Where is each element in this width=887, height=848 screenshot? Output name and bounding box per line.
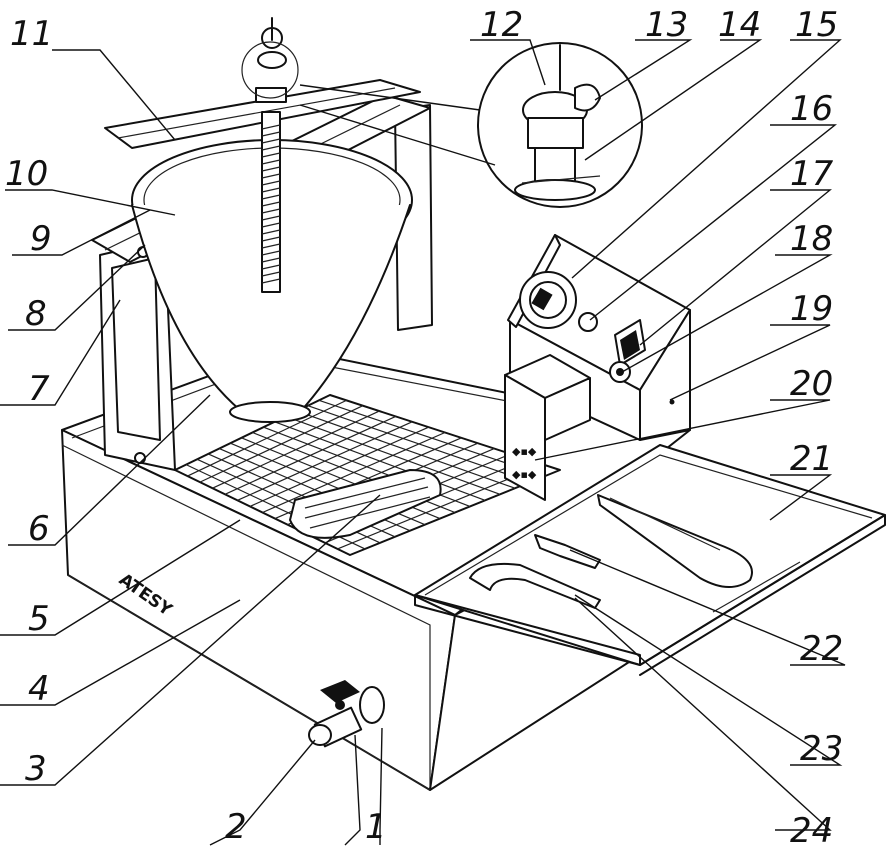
lever-assembly [104,17,421,293]
screw-thread-mark [261,243,281,249]
callout-11: 11 [10,14,53,54]
grid-line [296,410,516,489]
callout-13: 13 [645,5,688,45]
callout-14: 14 [718,5,761,45]
screw-thread-mark [261,145,281,151]
screw-thread-mark [261,201,281,207]
grid-line [262,431,446,514]
screw-thread-mark [261,173,281,179]
callout-17: 17 [790,154,834,194]
screw-thread-mark [261,257,281,263]
callout-10: 10 [5,154,48,194]
callout-2: 2 [225,807,247,847]
screw-thread-mark [261,222,281,228]
screw-thread-mark [261,187,281,193]
callout-22: 22 [800,629,843,669]
callout-5: 5 [28,599,50,639]
screw-thread-mark [261,124,281,130]
detail-view [299,42,643,208]
control-box [507,234,691,441]
bracket-plate: ◆▪◆ ◆▪◆ [504,354,591,501]
callout-8: 8 [25,294,47,334]
grid-line [274,421,486,501]
callout-4: 4 [28,669,50,709]
screw-thread-mark [261,159,281,165]
callout-24: 24 [790,811,833,848]
side-tray [414,444,886,676]
screw-thread-mark [261,152,281,158]
screw-thread-mark [261,208,281,214]
screw-thread-mark [261,194,281,200]
callout-12: 12 [480,5,523,45]
screw-thread-mark [261,278,281,284]
screw-thread-mark [261,215,281,221]
callout-7: 7 [28,369,50,409]
callout-18: 18 [790,219,833,259]
svg-text:◆▪◆: ◆▪◆ [512,445,537,458]
callout-15: 15 [795,5,838,45]
svg-text:◆▪◆: ◆▪◆ [512,468,537,481]
callout-9: 9 [30,219,52,259]
callout-1: 1 [365,807,387,847]
screw-thread-mark [261,166,281,172]
callout-19: 19 [790,289,833,329]
screw-thread-mark [261,180,281,186]
screw-thread-mark [261,250,281,256]
callout-21: 21 [790,439,833,479]
callout-20: 20 [790,364,833,404]
grid-line [285,415,501,495]
screw-thread-mark [261,264,281,270]
screw-thread-mark [261,271,281,277]
screw-thread-mark [261,229,281,235]
grid-insert [289,469,442,539]
callouts: 11 10 9 8 7 6 5 4 3 2 1 12 13 14 15 16 1… [5,5,843,848]
screw-thread-mark [261,138,281,144]
callout-16: 16 [790,89,833,129]
screw-thread-mark [261,236,281,242]
grid-tray [174,394,561,556]
grid-line [307,405,531,483]
leader-lines [0,39,846,846]
callout-6: 6 [28,509,50,549]
callout-3: 3 [25,749,47,789]
screw-thread-mark [261,131,281,137]
callout-23: 23 [800,729,843,769]
